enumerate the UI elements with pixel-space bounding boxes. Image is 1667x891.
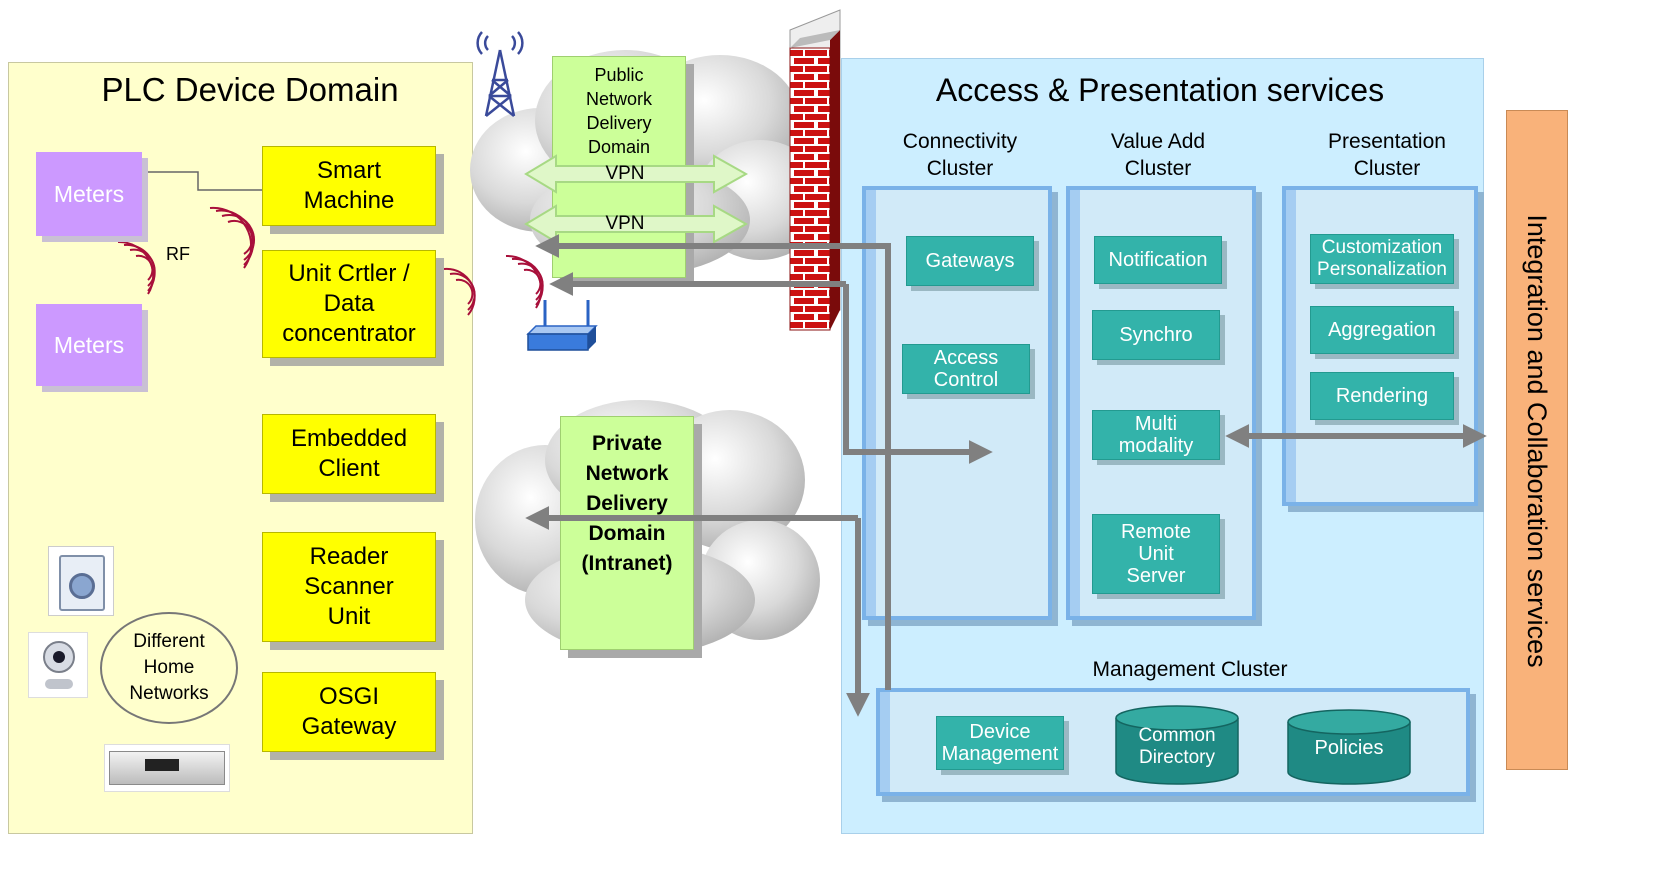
unit-controller-box: Unit Crtler / Data concentrator <box>262 250 436 358</box>
home-networks-ellipse: Different Home Networks <box>100 612 238 724</box>
flow-arrow <box>843 284 993 464</box>
radio-tower-icon <box>476 31 524 117</box>
rendering-module: Rendering <box>1310 372 1454 420</box>
vpn-label: VPN <box>605 213 645 234</box>
meter-box: Meters <box>36 304 142 386</box>
meter-link-line <box>142 171 262 191</box>
smart-machine-box: Smart Machine <box>262 146 436 226</box>
embedded-client-box: Embedded Client <box>262 414 436 494</box>
presentation-cluster-label: Presentation Cluster <box>1328 130 1446 180</box>
value-add-cluster-label: Value Add Cluster <box>1110 130 1206 180</box>
meter-box: Meters <box>36 152 142 236</box>
aggregation-module: Aggregation <box>1310 306 1454 354</box>
management-cluster-label: Management Cluster <box>1092 658 1288 681</box>
plc-domain-title: PLC Device Domain <box>101 71 399 108</box>
multi-modality-module: Multi modality <box>1092 410 1220 460</box>
access-domain-title: Access & Presentation services <box>935 71 1385 108</box>
policies-label: Policies <box>1314 736 1384 759</box>
customization-module: Customization Personalization <box>1310 234 1454 284</box>
vpn-arrow <box>524 154 749 194</box>
rf-label: RF <box>166 244 190 264</box>
webcam-icon <box>28 632 88 698</box>
integration-services-bar: Integration and Collaboration services <box>1506 110 1568 770</box>
device-management-module: Device Management <box>936 716 1064 770</box>
notification-module: Notification <box>1094 236 1222 284</box>
policies-db-icon <box>1287 709 1411 785</box>
synchro-module: Synchro <box>1092 310 1220 360</box>
reader-scanner-box: Reader Scanner Unit <box>262 532 436 642</box>
private-network-box: Private Network Delivery Domain (Intrane… <box>560 416 694 650</box>
access-control-module: Access Control <box>902 344 1030 394</box>
flow-arrow <box>535 234 891 690</box>
washing-machine-icon <box>48 546 114 616</box>
connectivity-cluster-label: Connectivity Cluster <box>902 130 1018 180</box>
dvd-player-icon <box>104 744 230 792</box>
remote-unit-server-module: Remote Unit Server <box>1092 514 1220 594</box>
osgi-gateway-box: OSGI Gateway <box>262 672 436 752</box>
gateways-module: Gateways <box>906 236 1034 286</box>
vpn-label: VPN <box>605 163 645 184</box>
router-icon <box>526 300 598 351</box>
rf-wave-icons <box>117 206 544 316</box>
common-directory-db-icon <box>1115 705 1239 785</box>
common-directory-label: Common Directory <box>1138 725 1216 768</box>
